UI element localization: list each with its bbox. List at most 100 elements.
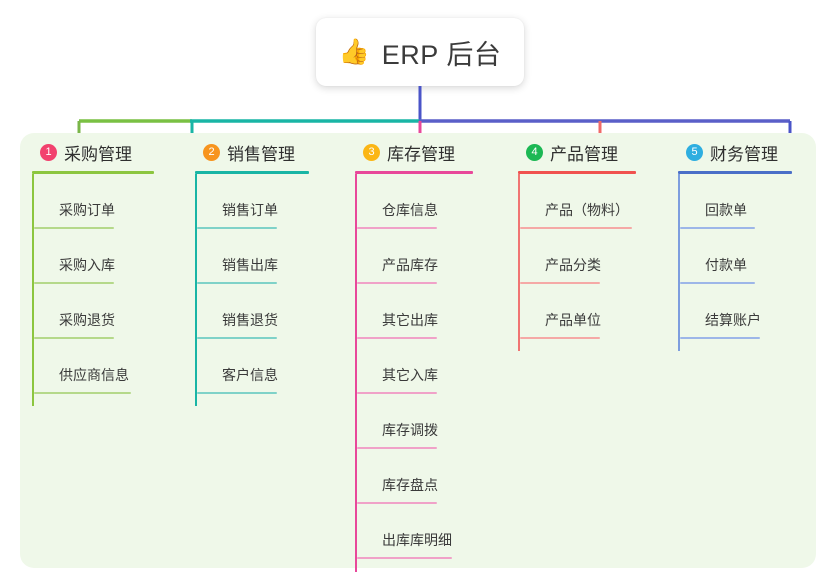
list-item-rule bbox=[197, 282, 277, 284]
list-item-rule bbox=[520, 337, 600, 339]
diagram-panel bbox=[20, 133, 816, 568]
list-item[interactable]: 销售退货 bbox=[195, 284, 343, 339]
column-title: 采购管理 bbox=[64, 144, 132, 164]
column-stem-line bbox=[678, 174, 680, 351]
list-item[interactable]: 客户信息 bbox=[195, 339, 343, 394]
list-item[interactable]: 付款单 bbox=[678, 229, 816, 284]
list-item[interactable]: 产品单位 bbox=[518, 284, 666, 339]
list-item[interactable]: 其它入库 bbox=[355, 339, 506, 394]
column-item-list: 采购订单采购入库采购退货供应商信息 bbox=[32, 174, 183, 406]
column-stem-line bbox=[195, 174, 197, 406]
list-item-label: 销售出库 bbox=[222, 257, 278, 273]
list-item-label: 产品（物料） bbox=[545, 202, 629, 218]
list-item[interactable]: 销售订单 bbox=[195, 174, 343, 229]
list-item-rule bbox=[357, 557, 452, 559]
list-item-label: 客户信息 bbox=[222, 367, 278, 383]
column-stem-line bbox=[355, 174, 357, 572]
list-item-label: 库存盘点 bbox=[382, 477, 438, 493]
list-item[interactable]: 供应商信息 bbox=[32, 339, 183, 394]
column-header-3[interactable]: 3 库存管理 bbox=[343, 133, 506, 171]
list-item-label: 产品分类 bbox=[545, 257, 601, 273]
column-item-list: 回款单付款单结算账户 bbox=[678, 174, 816, 351]
list-item-rule bbox=[680, 227, 755, 229]
column-5: 5 财务管理回款单付款单结算账户 bbox=[666, 133, 816, 568]
column-title: 销售管理 bbox=[227, 144, 295, 164]
column-header-5[interactable]: 5 财务管理 bbox=[666, 133, 816, 171]
list-item-label: 其它出库 bbox=[382, 312, 438, 328]
list-item-rule bbox=[357, 282, 437, 284]
list-item[interactable]: 销售出库 bbox=[195, 229, 343, 284]
list-item-rule bbox=[197, 392, 277, 394]
list-item-label: 产品库存 bbox=[382, 257, 438, 273]
list-item[interactable]: 回款单 bbox=[678, 174, 816, 229]
list-item-label: 采购退货 bbox=[59, 312, 115, 328]
list-item[interactable]: 出库库明细 bbox=[355, 504, 506, 559]
list-item-rule bbox=[520, 282, 600, 284]
column-item-list: 销售订单销售出库销售退货客户信息 bbox=[195, 174, 343, 406]
list-item[interactable]: 产品（物料） bbox=[518, 174, 666, 229]
list-item-rule bbox=[357, 337, 437, 339]
list-item[interactable]: 其它出库 bbox=[355, 284, 506, 339]
list-item[interactable]: 库存盘点 bbox=[355, 449, 506, 504]
list-item-rule bbox=[34, 282, 114, 284]
list-item[interactable]: 库存调拨 bbox=[355, 394, 506, 449]
list-item-rule bbox=[34, 392, 131, 394]
column-header-rule bbox=[518, 171, 636, 174]
column-header-1[interactable]: 1 采购管理 bbox=[20, 133, 183, 171]
column-item-list: 产品（物料） 产品分类产品单位 bbox=[518, 174, 666, 351]
column-container: 1 采购管理采购订单采购入库采购退货供应商信息 2 销售管理销售订单销售出库销售退货客… bbox=[20, 133, 816, 572]
list-item-rule bbox=[357, 392, 437, 394]
column-badge-icon: 2 bbox=[203, 143, 220, 161]
list-item-rule bbox=[357, 447, 437, 449]
list-item-label: 采购订单 bbox=[59, 202, 115, 218]
column-3: 3 库存管理仓库信息产品库存其它出库其它入库库存调拨库存盘点出库库明细 bbox=[343, 133, 506, 572]
list-item[interactable]: 仓库信息 bbox=[355, 174, 506, 229]
list-item[interactable]: 采购入库 bbox=[32, 229, 183, 284]
list-item-label: 销售订单 bbox=[222, 202, 278, 218]
thumbs-up-icon: 👍 bbox=[338, 37, 370, 66]
list-item-label: 结算账户 bbox=[705, 312, 761, 328]
list-item-label: 库存调拨 bbox=[382, 422, 438, 438]
column-badge-icon: 3 bbox=[363, 143, 380, 161]
root-node-content: 👍 ERP 后台 bbox=[339, 33, 502, 72]
column-title: 库存管理 bbox=[387, 144, 455, 164]
column-title: 财务管理 bbox=[710, 144, 778, 164]
list-item-label: 销售退货 bbox=[222, 312, 278, 328]
column-header-2[interactable]: 2 销售管理 bbox=[183, 133, 343, 171]
list-item-rule bbox=[680, 282, 755, 284]
list-item-label: 出库库明细 bbox=[382, 532, 452, 548]
list-item-rule bbox=[197, 337, 277, 339]
column-header-rule bbox=[195, 171, 309, 174]
list-item-rule bbox=[357, 502, 437, 504]
column-header-rule bbox=[678, 171, 792, 174]
root-node-title: ERP 后台 bbox=[381, 39, 502, 70]
column-header-rule bbox=[355, 171, 473, 174]
list-item-rule bbox=[197, 227, 277, 229]
column-stem-line bbox=[518, 174, 520, 351]
column-badge-icon: 4 bbox=[526, 143, 543, 161]
list-item-rule bbox=[520, 227, 632, 229]
list-item[interactable]: 结算账户 bbox=[678, 284, 816, 339]
column-stem-line bbox=[32, 174, 34, 406]
list-item-label: 采购入库 bbox=[59, 257, 115, 273]
column-item-list: 仓库信息产品库存其它出库其它入库库存调拨库存盘点出库库明细 bbox=[355, 174, 506, 572]
list-item-rule bbox=[357, 227, 437, 229]
column-header-rule bbox=[32, 171, 154, 174]
list-item-rule bbox=[34, 337, 114, 339]
column-2: 2 销售管理销售订单销售出库销售退货客户信息 bbox=[183, 133, 343, 568]
list-item-label: 回款单 bbox=[705, 202, 747, 218]
column-badge-icon: 5 bbox=[686, 143, 703, 161]
column-badge-icon: 1 bbox=[40, 143, 57, 161]
list-item-label: 其它入库 bbox=[382, 367, 438, 383]
list-item[interactable]: 产品分类 bbox=[518, 229, 666, 284]
list-item-label: 供应商信息 bbox=[59, 367, 129, 383]
list-item[interactable]: 采购订单 bbox=[32, 174, 183, 229]
root-node-card[interactable]: 👍 ERP 后台 bbox=[316, 18, 524, 86]
list-item-label: 仓库信息 bbox=[382, 202, 438, 218]
list-item[interactable]: 采购退货 bbox=[32, 284, 183, 339]
list-item[interactable]: 产品库存 bbox=[355, 229, 506, 284]
column-1: 1 采购管理采购订单采购入库采购退货供应商信息 bbox=[20, 133, 183, 568]
list-item-rule bbox=[680, 337, 760, 339]
